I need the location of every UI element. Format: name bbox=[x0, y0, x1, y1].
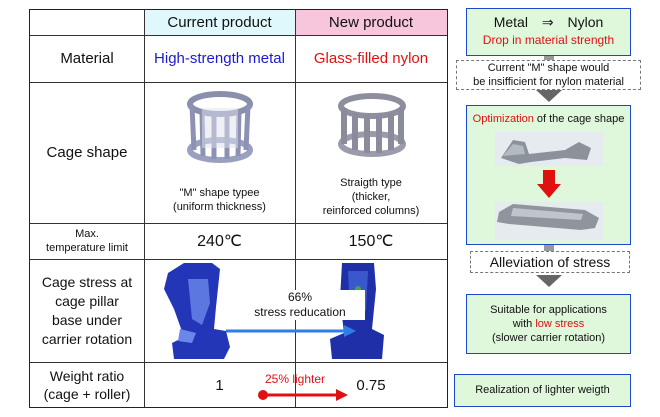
weight-annotation: 25% lighter bbox=[264, 372, 326, 386]
grid-line bbox=[30, 82, 447, 83]
suitable-applications-box: Suitable for applications with low stres… bbox=[466, 294, 631, 354]
weight-current: 1 bbox=[215, 376, 224, 394]
cage-shape-label: Cage shape bbox=[46, 144, 128, 161]
temperature-current: 240℃ bbox=[197, 233, 242, 250]
straight-cage-image bbox=[338, 93, 406, 157]
material-current: High-strength metal bbox=[154, 50, 285, 67]
strength-drop-text: Drop in material strength bbox=[482, 33, 615, 47]
temperature-new: 150℃ bbox=[348, 233, 394, 250]
optimization-highlight: Optimization bbox=[472, 113, 534, 125]
material-change-box: Metal ⇒ Nylon Drop in material strength bbox=[466, 8, 631, 56]
grid-line bbox=[30, 223, 447, 224]
header-current-cell: Current product bbox=[144, 10, 295, 35]
suitable-line2-pre: with bbox=[512, 318, 536, 330]
implies-arrow-icon: ⇒ bbox=[541, 14, 554, 30]
comparison-table: Current product New product Material Hig… bbox=[29, 9, 448, 408]
cage-shape-new-text: Straigth type (thicker, reinforced colum… bbox=[322, 177, 420, 217]
cage-shape-new-cell: Straigth type (thicker, reinforced colum… bbox=[295, 82, 447, 223]
weight-new: 0.75 bbox=[356, 376, 386, 394]
material-label: Material bbox=[60, 50, 114, 67]
weight-label: Weight ratio (cage + roller) bbox=[43, 368, 131, 402]
weight-arrow bbox=[258, 389, 348, 401]
lighter-weight-box: Realization of lighter weigth bbox=[454, 374, 631, 407]
header-new-cell: New product bbox=[295, 10, 447, 35]
header-current: Current product bbox=[167, 14, 272, 31]
cage-shape-current-cell: "M" shape typee (uniform thickness) bbox=[144, 82, 295, 223]
flow-connector bbox=[544, 56, 554, 60]
cage-shape-current-text: "M" shape typee (uniform thickness) bbox=[173, 187, 266, 213]
grid-line bbox=[30, 362, 447, 363]
low-stress-highlight: low stress bbox=[535, 318, 585, 330]
grid-line bbox=[144, 10, 145, 407]
stress-label: Cage stress at cage pillar base under ca… bbox=[41, 273, 133, 347]
cage-pillar-images bbox=[495, 132, 603, 240]
down-arrow-icon bbox=[536, 90, 562, 102]
grid-line bbox=[30, 35, 447, 36]
down-arrow-icon bbox=[536, 275, 562, 287]
stress-annotation: 66% stress reducation bbox=[235, 290, 365, 320]
temperature-label: Max. temperature limit bbox=[46, 228, 128, 254]
suitable-line1: Suitable for applications bbox=[490, 304, 607, 316]
material-new: Glass-filled nylon bbox=[313, 50, 429, 67]
flow-connector bbox=[544, 245, 554, 251]
grid-line bbox=[295, 10, 296, 407]
metal-text: Metal bbox=[493, 14, 528, 30]
suitable-line3: (slower carrier rotation) bbox=[491, 332, 606, 344]
nylon-text: Nylon bbox=[567, 14, 604, 30]
m-shape-cage-image bbox=[187, 91, 253, 163]
alleviation-box: Alleviation of stress bbox=[470, 251, 630, 273]
grid-line bbox=[30, 259, 447, 260]
optimization-box: Optimization of the cage shape bbox=[466, 105, 631, 245]
header-new: New product bbox=[328, 14, 414, 31]
insufficient-note: Current "M" shape would be insifficient … bbox=[456, 60, 641, 90]
optimization-rest: of the cage shape bbox=[533, 113, 625, 125]
